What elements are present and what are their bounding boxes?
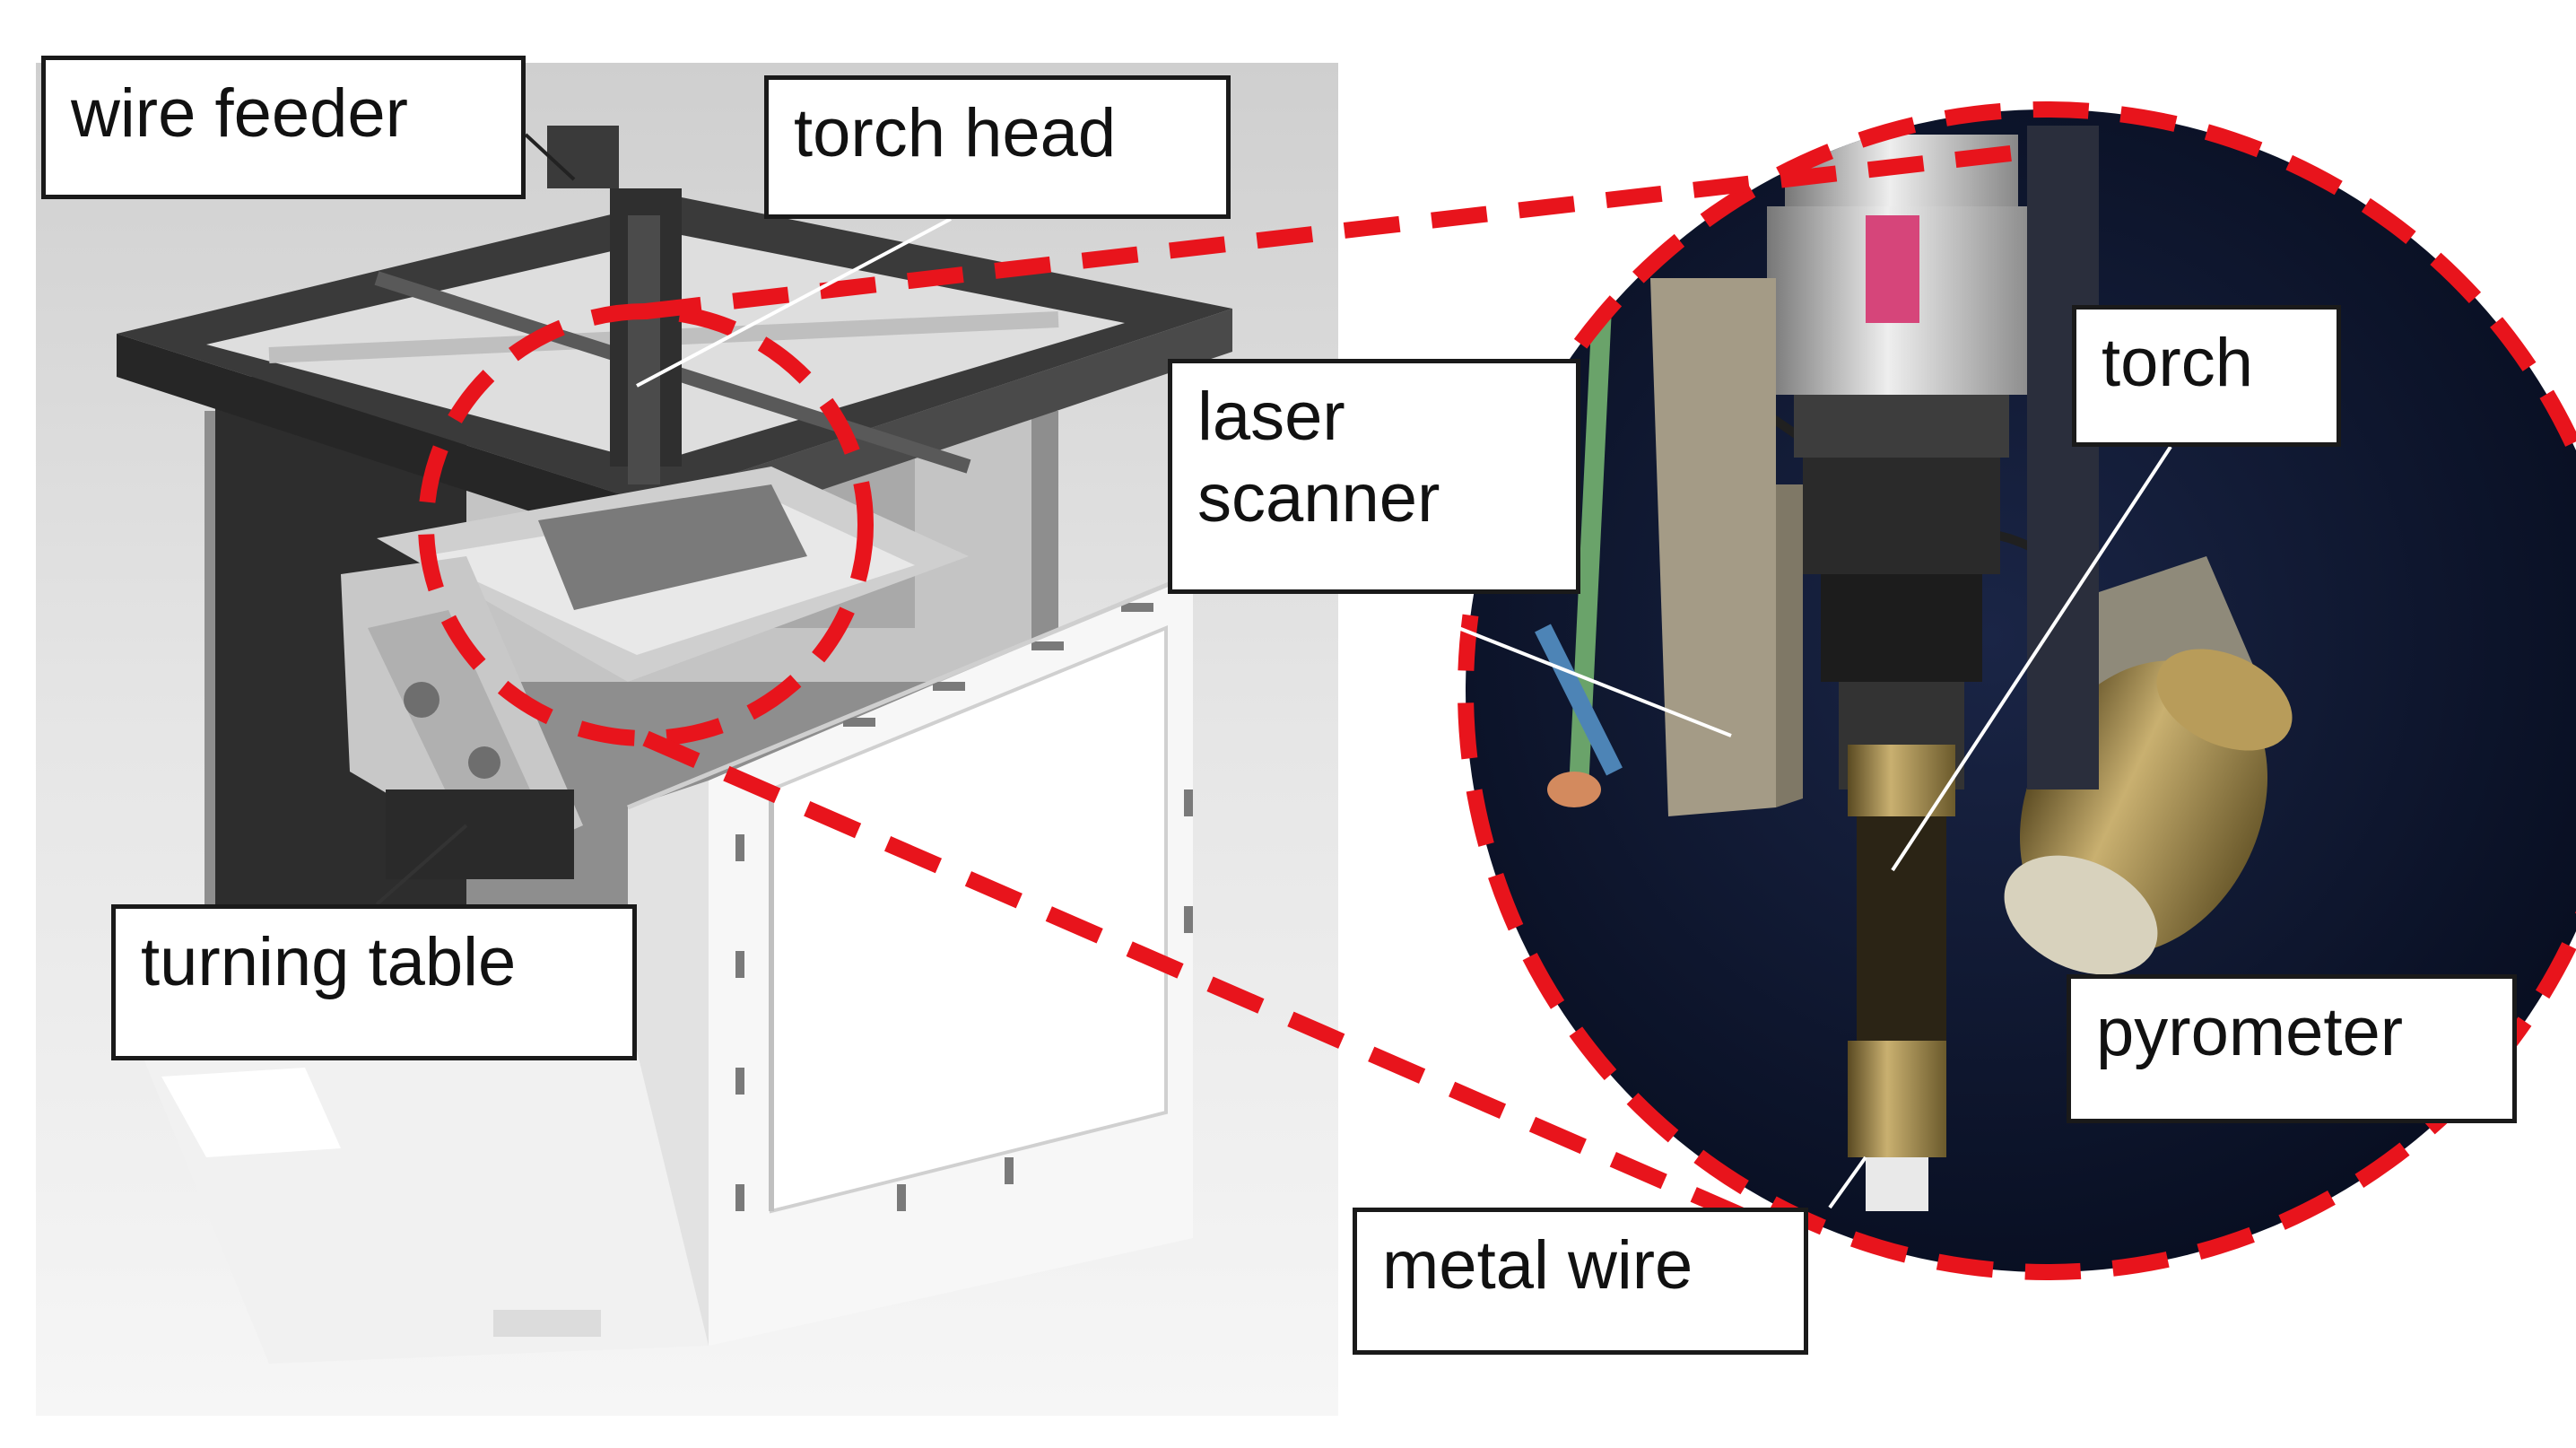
pyrometer-device: [2004, 556, 2293, 975]
turning-table-arm: [341, 556, 583, 879]
leader-laser-scanner: [1371, 592, 1732, 737]
base-platform: [144, 1014, 709, 1364]
leader-lines: [375, 133, 2172, 1209]
torch-column: [547, 126, 682, 484]
laser-scanner-plate: [1650, 278, 1803, 816]
label-laser-scanner: laser scanner: [1168, 359, 1580, 594]
label-pyrometer: pyrometer: [2067, 974, 2517, 1123]
leader-wire-feeder: [524, 133, 576, 181]
label-turning-table: turning table: [111, 904, 637, 1060]
process-photo: [1466, 109, 2576, 1272]
label-metal-wire: metal wire: [1353, 1208, 1808, 1355]
leader-turning-table: [375, 824, 468, 906]
highlight-circle-large: [1458, 101, 2576, 1280]
blue-hose: [1535, 624, 1623, 776]
torch-assembly: [1767, 135, 2036, 1211]
leader-torch: [1891, 445, 2172, 872]
machine-render: [36, 63, 1338, 1416]
zoom-line-lower: [642, 730, 1797, 1246]
leader-metal-wire: [1828, 1156, 1867, 1209]
label-torch: torch: [2072, 305, 2341, 447]
enclosure-front: [627, 571, 1194, 1346]
label-torch-head: torch head: [764, 75, 1231, 219]
label-wire-feeder: wire feeder: [41, 56, 526, 199]
build-part: [377, 467, 969, 682]
highlight-annotations: [418, 101, 2576, 1280]
zoom-line-upper: [644, 144, 2020, 319]
leader-torch-head: [636, 217, 952, 388]
